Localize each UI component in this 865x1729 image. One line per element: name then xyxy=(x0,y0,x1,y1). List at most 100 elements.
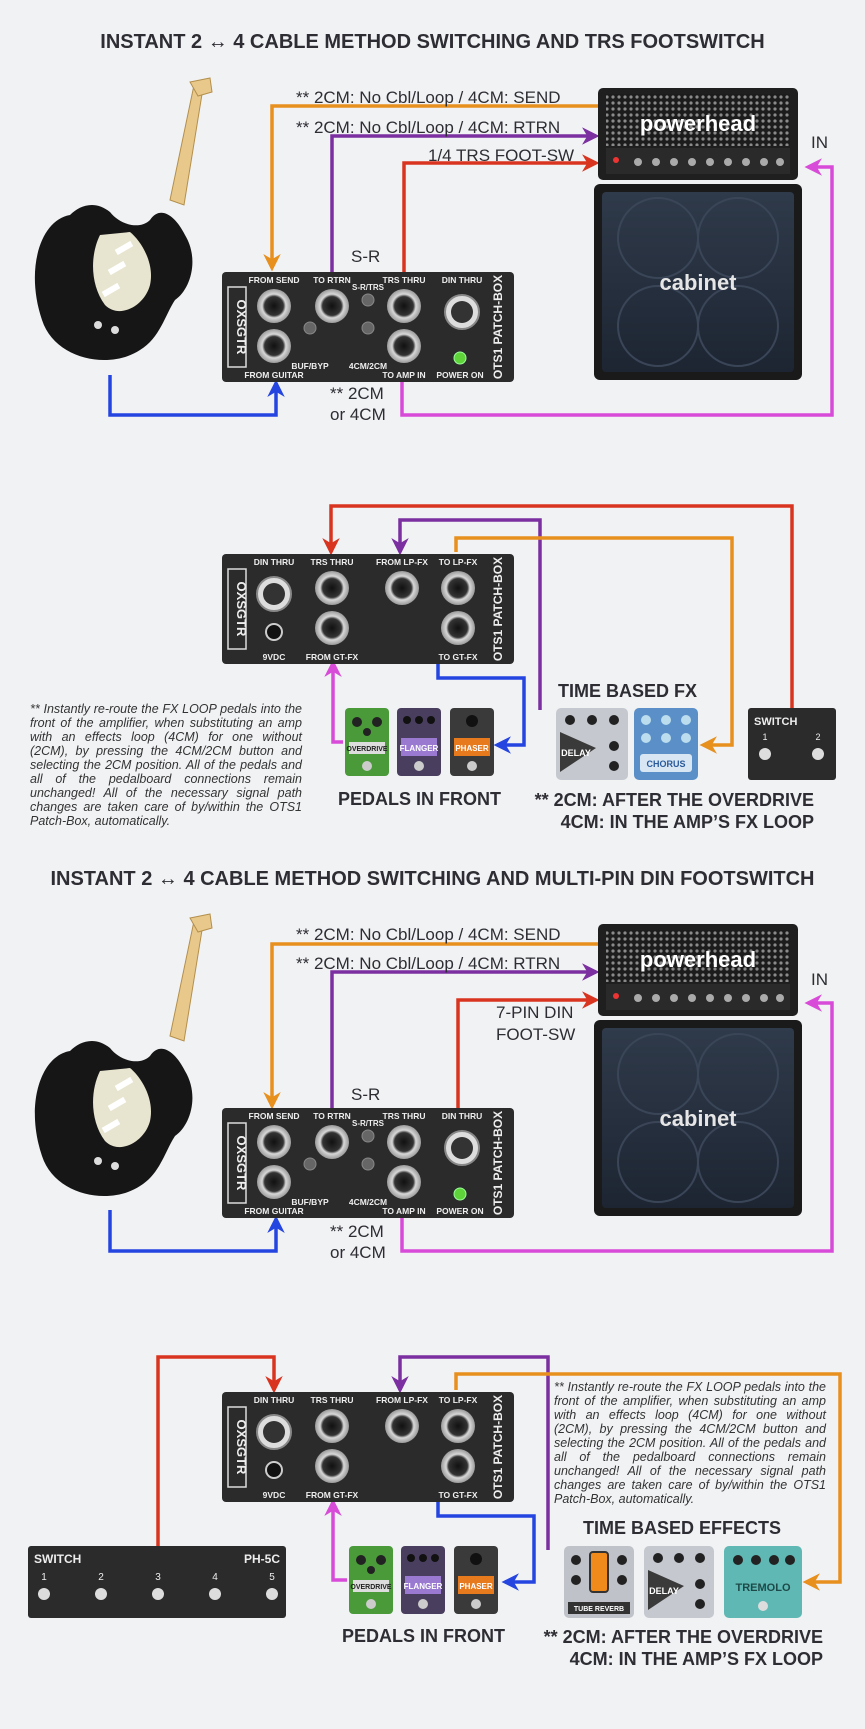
sr-label: S-R xyxy=(351,247,381,266)
din-fsw-label-1: 7-PIN DIN xyxy=(496,1003,574,1022)
phaser-pedal: PHASER xyxy=(450,708,494,776)
lp-return-cable xyxy=(391,518,542,710)
from-gt-fx-label: FROM GT-FX xyxy=(306,652,359,662)
title-din: INSTANT 2 ↔ 4 CABLE METHOD SWITCHING AND… xyxy=(50,868,815,890)
svg-text:1: 1 xyxy=(41,1572,47,1583)
svg-text:FROM LP-FX: FROM LP-FX xyxy=(376,1395,428,1405)
phaser-pedal: PHASER xyxy=(454,1546,498,1614)
switch-title: SWITCH xyxy=(754,716,797,728)
to-gt-fx-label: TO GT-FX xyxy=(438,652,477,662)
gt-fx-return-cable xyxy=(436,1496,536,1591)
section4-note: ** Instantly re-route the FX LOOP pedals… xyxy=(554,1380,826,1506)
patch-box-front: OXSGTR OTS1 PATCH-BOX FROM SEND TO RTRN … xyxy=(222,1108,514,1218)
caption-line-2: 4CM: IN THE AMP’S FX LOOP xyxy=(569,1649,823,1669)
svg-text:SWITCH: SWITCH xyxy=(34,1552,81,1566)
patch-box-back: OXSGTR OTS1 PATCH-BOX DIN THRU TRS THRU … xyxy=(222,554,514,664)
trs-fsw-label: 1/4 TRS FOOT-SW xyxy=(428,146,575,165)
overdrive-pedal: OVERDRIVE xyxy=(349,1546,393,1614)
svg-text:9VDC: 9VDC xyxy=(263,1490,286,1500)
gt-fx-return-cable xyxy=(436,658,526,754)
svg-text:FROM GUITAR: FROM GUITAR xyxy=(244,1206,303,1216)
in-label: IN xyxy=(811,970,828,989)
rtrn-label: ** 2CM: No Cbl/Loop / 4CM: RTRN xyxy=(296,118,561,137)
mode-label-1: ** 2CM xyxy=(330,1222,384,1241)
trs-thru-label: TRS THRU xyxy=(383,275,426,285)
section-trs-footswitch: OXSGTR OTS1 PATCH-BOX FROM SEND TO RTRN … xyxy=(34,77,834,417)
amp-stack: powerhead cabinet xyxy=(594,924,802,1216)
svg-text:TRS THRU: TRS THRU xyxy=(383,1111,426,1121)
title-trs: INSTANT 2 ↔ 4 CABLE METHOD SWITCHING AND… xyxy=(100,31,765,53)
din-thru-label: DIN THRU xyxy=(254,557,295,567)
svg-text:TO AMP IN: TO AMP IN xyxy=(382,1206,425,1216)
svg-text:TO GT-FX: TO GT-FX xyxy=(438,1490,477,1500)
svg-text:4CM/2CM: 4CM/2CM xyxy=(349,1197,387,1207)
svg-text:TO LP-FX: TO LP-FX xyxy=(439,1395,478,1405)
patch-box-front: OXSGTR OTS1 PATCH-BOX FROM SEND TO RTRN … xyxy=(222,272,514,382)
svg-text:2: 2 xyxy=(98,1572,104,1583)
svg-text:PH-5C: PH-5C xyxy=(244,1552,280,1566)
svg-text:OTS1 PATCH-BOX: OTS1 PATCH-BOX xyxy=(491,1395,505,1499)
rtrn-label: ** 2CM: No Cbl/Loop / 4CM: RTRN xyxy=(296,954,561,973)
return-cable xyxy=(330,127,600,272)
guitar-cable xyxy=(108,375,285,417)
tube-reverb-pedal: TUBE REVERB xyxy=(564,1546,634,1618)
svg-text:TREMOLO: TREMOLO xyxy=(736,1582,791,1594)
caption-line-2: 4CM: IN THE AMP’S FX LOOP xyxy=(560,812,814,832)
svg-text:FROM SEND: FROM SEND xyxy=(249,1111,300,1121)
svg-text:OVERDRIVE: OVERDRIVE xyxy=(350,1584,392,1591)
overdrive-pedal: OVERDRIVE xyxy=(345,708,389,776)
from-send-label: FROM SEND xyxy=(249,275,300,285)
svg-text:1: 1 xyxy=(762,732,767,742)
send-label: ** 2CM: No Cbl/Loop / 4CM: SEND xyxy=(296,88,561,107)
svg-text:3: 3 xyxy=(155,1572,161,1583)
gt-fx-send-cable xyxy=(324,659,343,744)
send-label: ** 2CM: No Cbl/Loop / 4CM: SEND xyxy=(296,925,561,944)
din-thru-label: DIN THRU xyxy=(442,275,483,285)
power-on-label: POWER ON xyxy=(436,370,483,380)
section-pedalboard-trs: OXSGTR OTS1 PATCH-BOX DIN THRU TRS THRU … xyxy=(222,504,836,780)
svg-text:TO RTRN: TO RTRN xyxy=(313,1111,351,1121)
svg-text:TUBE REVERB: TUBE REVERB xyxy=(574,1606,624,1613)
svg-text:CHORUS: CHORUS xyxy=(646,759,685,769)
svg-text:cabinet: cabinet xyxy=(659,1106,737,1131)
guitar-cable xyxy=(108,1210,285,1253)
pedals-front-heading: PEDALS IN FRONT xyxy=(338,789,502,809)
flanger-pedal: FLANGER xyxy=(397,708,441,776)
din-fsw-label-2: FOOT-SW xyxy=(496,1025,576,1044)
amp-in-cable xyxy=(400,994,834,1253)
side-label: OTS1 PATCH-BOX xyxy=(491,1111,505,1215)
trs-thru-label: TRS THRU xyxy=(311,557,354,567)
din-footswitch-cable xyxy=(456,991,600,1110)
svg-text:PHASER: PHASER xyxy=(459,1582,493,1591)
svg-text:POWER ON: POWER ON xyxy=(436,1206,483,1216)
svg-text:BUF/BYP: BUF/BYP xyxy=(291,1197,329,1207)
to-amp-in-label: TO AMP IN xyxy=(382,370,425,380)
svg-text:DELAY: DELAY xyxy=(561,748,591,758)
amp-in-cable xyxy=(400,158,834,417)
svg-text:DELAY: DELAY xyxy=(649,1586,679,1596)
svg-text:PHASER: PHASER xyxy=(455,744,489,753)
side-label: OTS1 PATCH-BOX xyxy=(491,557,505,661)
trs-footswitch-cable xyxy=(402,154,600,272)
brand-label: OXSGTR xyxy=(234,1136,249,1192)
chorus-pedal: CHORUS xyxy=(634,708,698,780)
return-cable xyxy=(330,963,600,1110)
svg-text:5: 5 xyxy=(269,1572,275,1583)
tremolo-pedal: TREMOLO xyxy=(724,1546,802,1618)
section2-note: ** Instantly re-route the FX LOOP pedals… xyxy=(30,702,302,828)
from-guitar-label: FROM GUITAR xyxy=(244,370,303,380)
caption-line-1: ** 2CM: AFTER THE OVERDRIVE xyxy=(534,790,814,810)
buf-byp-label: BUF/BYP xyxy=(291,361,329,371)
time-fx-heading: TIME BASED FX xyxy=(558,681,698,701)
side-label: OTS1 PATCH-BOX xyxy=(491,275,505,379)
svg-text:2: 2 xyxy=(815,732,820,742)
pedals-front-heading: PEDALS IN FRONT xyxy=(342,1626,506,1646)
time-effects-heading: TIME BASED EFFECTS xyxy=(583,1518,782,1538)
lp-send-cable xyxy=(454,536,734,754)
guitar-icon xyxy=(34,913,213,1196)
mode-label-2: or 4CM xyxy=(330,405,386,424)
sr-label: S-R xyxy=(351,1085,381,1104)
svg-text:DIN THRU: DIN THRU xyxy=(254,1395,295,1405)
svg-text:OXSGTR: OXSGTR xyxy=(234,1420,249,1476)
svg-text:FLANGER: FLANGER xyxy=(404,1582,443,1591)
